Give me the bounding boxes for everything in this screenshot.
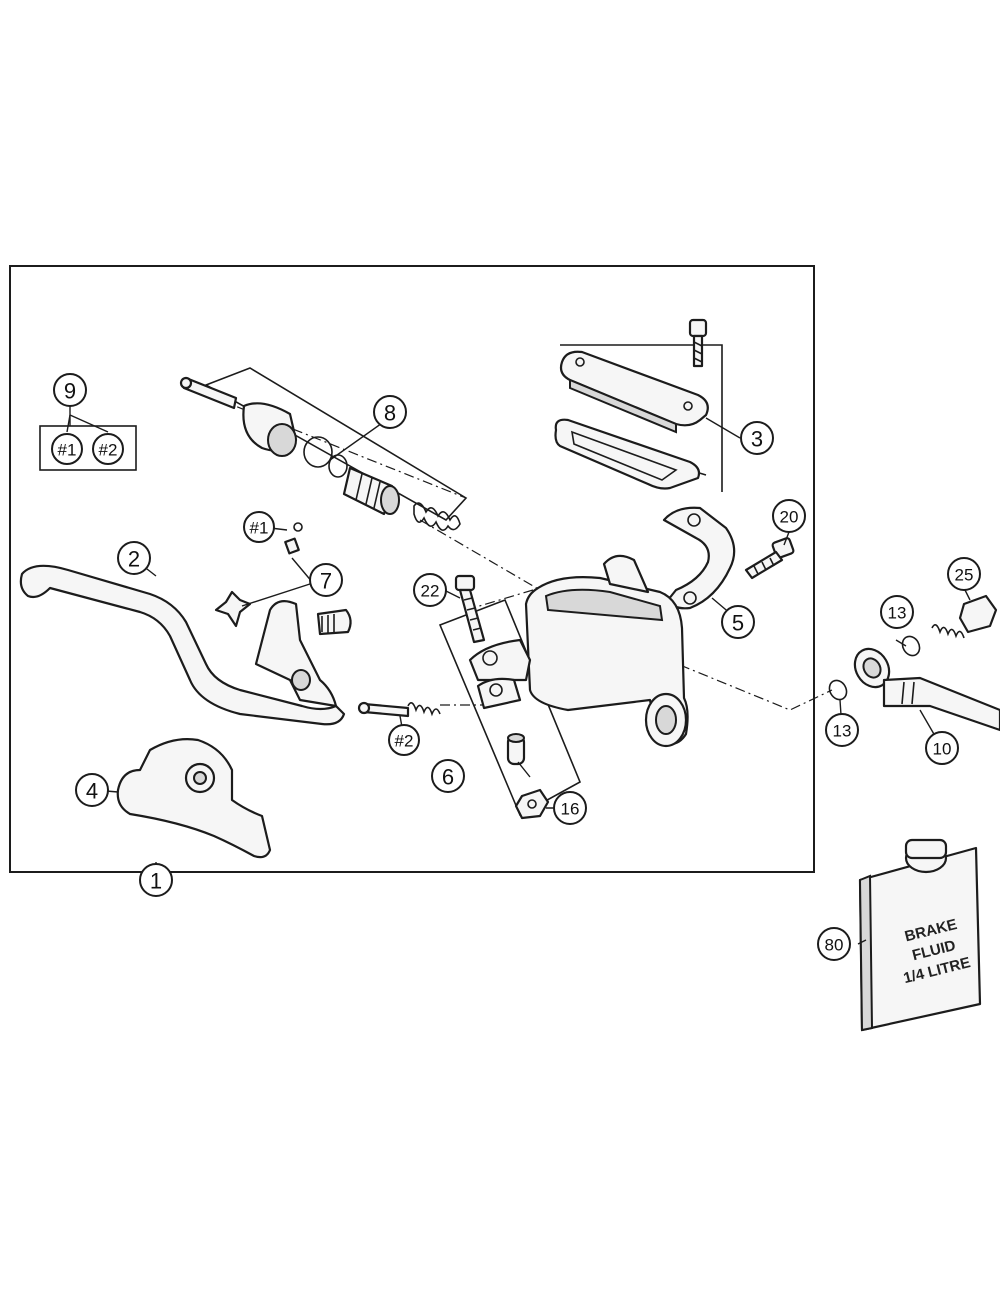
callout-25: 25 [947, 557, 981, 591]
callout-13-right: 13 [880, 595, 914, 629]
svg-text:5: 5 [732, 611, 744, 636]
clamp-bolt-part [744, 537, 795, 580]
svg-text:80: 80 [825, 936, 844, 955]
kit-callout-1: #1 [51, 433, 83, 465]
callout-7: 7 [309, 563, 343, 597]
callout-13-left: 13 [825, 713, 859, 747]
brake-fluid-bottle-part: BRAKE FLUID 1/4 LITRE [858, 838, 982, 1032]
kit-callout-2: #2 [92, 433, 124, 465]
banjo-washer-left-part [828, 679, 848, 701]
cover-screw-part [688, 318, 708, 368]
master-cylinder-body-part [468, 554, 689, 748]
svg-text:7: 7 [320, 569, 332, 594]
callout-3: 3 [740, 421, 774, 455]
svg-text:#2: #2 [99, 441, 118, 460]
kit-leader-right [69, 414, 109, 433]
piston-assembly-part [179, 376, 461, 531]
svg-text:13: 13 [888, 604, 907, 623]
callout-9: 9 [53, 373, 87, 407]
kit-box [39, 425, 137, 471]
callout-1: 1 [139, 863, 173, 897]
callout-6: 6 [431, 759, 465, 793]
callout-8: 8 [373, 395, 407, 429]
svg-text:4: 4 [86, 779, 98, 804]
svg-text:22: 22 [421, 582, 440, 601]
lever-pin-spring-part [357, 701, 441, 718]
handlebar-clamp-part [662, 506, 736, 610]
kit-leader-left [66, 414, 71, 433]
reservoir-diaphragm-part [554, 418, 701, 490]
svg-text:13: 13 [833, 722, 852, 741]
pivot-bolt-part [454, 574, 486, 644]
svg-text:8: 8 [384, 401, 396, 426]
callout-4: 4 [75, 773, 109, 807]
lever-guard-part [116, 738, 272, 859]
svg-text:#1: #1 [250, 519, 269, 538]
assembly-line-bolt22 [465, 589, 534, 611]
svg-text:16: 16 [561, 800, 580, 819]
brake-hose-part [882, 676, 1000, 732]
pivot-group-outline [438, 598, 582, 817]
callout-ref-1: #1 [243, 511, 275, 543]
svg-text:#1: #1 [58, 441, 77, 460]
callout-2: 2 [117, 541, 151, 575]
svg-text:2: 2 [128, 547, 140, 572]
svg-text:3: 3 [751, 427, 763, 452]
assembly-frame [9, 265, 815, 873]
callout-80: 80 [817, 927, 851, 961]
piston-group-outline [204, 367, 468, 522]
svg-text:10: 10 [933, 740, 952, 759]
callout-22: 22 [413, 573, 447, 607]
svg-text:20: 20 [780, 508, 799, 527]
callout-5: 5 [721, 605, 755, 639]
callout-16: 16 [553, 791, 587, 825]
reservoir-cover-part [559, 350, 709, 434]
banjo-washer-right-part [901, 635, 921, 657]
callout-ref-2: #2 [388, 724, 420, 756]
svg-text:#2: #2 [395, 732, 414, 751]
callout-10: 10 [925, 731, 959, 765]
banjo-bolt-part [931, 594, 998, 639]
svg-text:9: 9 [64, 379, 76, 404]
lever-adjuster-part [214, 522, 352, 636]
pivot-bushing-part [506, 733, 526, 766]
svg-text:6: 6 [442, 765, 454, 790]
callout-20: 20 [772, 499, 806, 533]
banjo-fitting-part [853, 647, 891, 689]
svg-text:25: 25 [955, 566, 974, 585]
brake-lever-part [19, 564, 346, 726]
svg-text:1: 1 [150, 869, 162, 894]
assembly-line-hose [679, 664, 833, 711]
pivot-nut-part [514, 788, 550, 820]
